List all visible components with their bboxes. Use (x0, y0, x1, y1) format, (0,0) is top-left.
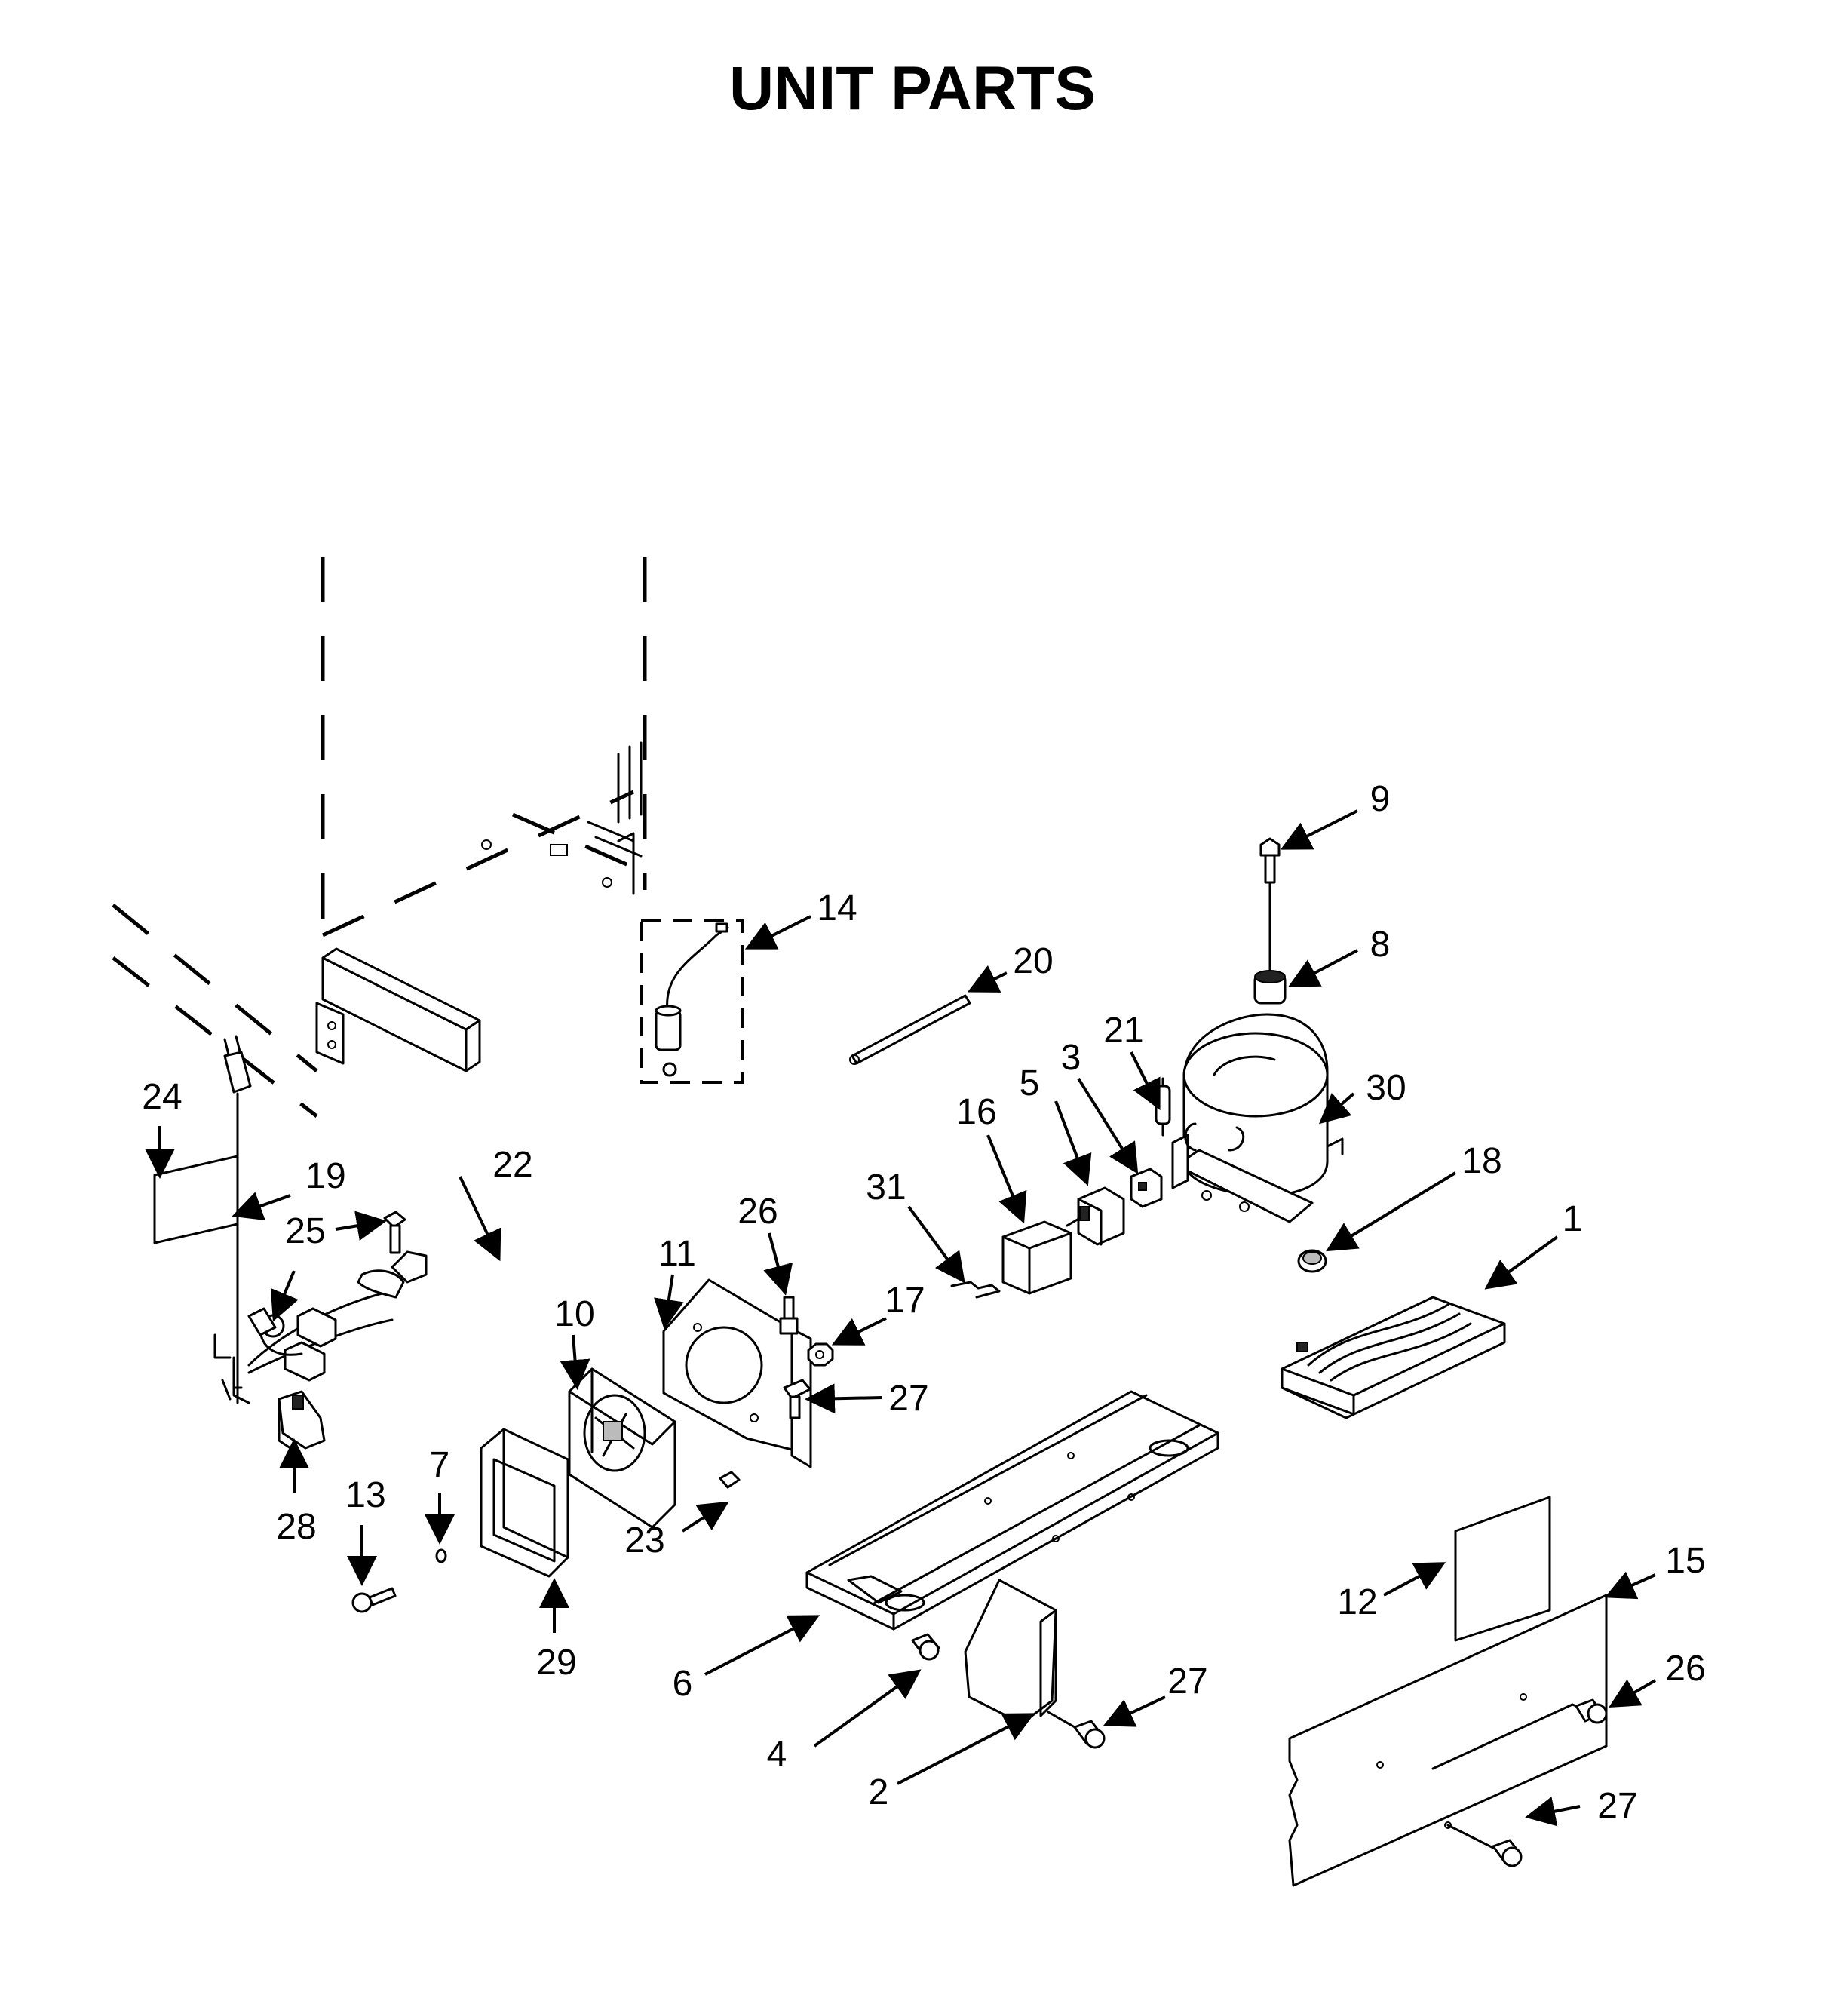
page-title: UNIT PARTS (729, 54, 1096, 123)
callout-26-upper: 26 (738, 1192, 778, 1232)
callout-4: 4 (767, 1735, 787, 1775)
screw-part-27-middle (1073, 1720, 1106, 1749)
callout-1: 1 (1563, 1199, 1583, 1239)
fan-motor-part-10 (568, 1367, 676, 1529)
callout-7: 7 (430, 1445, 450, 1485)
callout-24: 24 (142, 1077, 182, 1117)
overload-part-3 (1130, 1168, 1163, 1208)
callout-3: 3 (1061, 1038, 1081, 1078)
leader-lines (145, 809, 1657, 1827)
clip-part-31 (950, 1281, 1001, 1299)
callout-18: 18 (1462, 1141, 1501, 1181)
callout-19: 19 (305, 1156, 345, 1196)
callout-28: 30 (1366, 1068, 1406, 1108)
callout-16: 16 (956, 1092, 996, 1132)
callout-14: 14 (817, 888, 857, 928)
callout-15: 15 (1665, 1541, 1705, 1581)
run-capacitor-part-14 (640, 919, 744, 1084)
callout-6: 6 (673, 1664, 693, 1704)
connector-block (247, 1307, 337, 1382)
callout-9: 9 (1370, 779, 1391, 819)
callout-11: 11 (658, 1234, 696, 1274)
screw-part-13 (351, 1587, 397, 1613)
fan-bracket-part-11 (662, 1278, 812, 1468)
fan-shroud-part-29 (480, 1428, 569, 1578)
screw-part-26-upper (779, 1296, 799, 1335)
callout-29: 29 (536, 1643, 576, 1683)
panel-part-12 (1454, 1496, 1551, 1642)
grommet-part-8 (1253, 970, 1287, 1005)
callout-5: 5 (1020, 1063, 1040, 1103)
bracket-part-2 (964, 1579, 1076, 1729)
screw-part-26-lower (1575, 1698, 1608, 1724)
drain-tube-part-20 (849, 994, 971, 1065)
bolt-part-9 (1259, 837, 1281, 974)
callout-12: 12 (1337, 1582, 1377, 1622)
screw-part-27-lower (1492, 1839, 1523, 1867)
bracket-part-30 (278, 1390, 326, 1457)
callout-27-middle: 27 (1167, 1662, 1207, 1701)
grommet-part-18 (1297, 1249, 1327, 1273)
clip-part-23 (719, 1471, 741, 1489)
callout-21: 21 (1103, 1011, 1143, 1051)
cabinet-outline (112, 557, 647, 1118)
callout-27-lower: 27 (1597, 1786, 1637, 1826)
filter-drier-part-21 (1155, 1077, 1171, 1137)
screw-part-4 (911, 1633, 940, 1661)
callout-26-lower: 26 (1665, 1649, 1705, 1689)
callout-20: 20 (1013, 941, 1053, 981)
label-part-24 (153, 1155, 239, 1244)
base-rail-part-6 (805, 1390, 1219, 1631)
compressor-part-28 (1171, 1013, 1344, 1223)
screw-part-25 (357, 1211, 428, 1299)
relay-cover-part-16 (1001, 1220, 1072, 1295)
relay-part-5 (1066, 1186, 1125, 1246)
callout-17: 17 (885, 1281, 925, 1321)
nut-part-17 (807, 1342, 834, 1367)
callout-25: 25 (285, 1211, 325, 1251)
callout-27-upper: 27 (888, 1379, 928, 1419)
callout-30: 28 (276, 1507, 316, 1547)
access-cover-part-15 (1288, 1594, 1608, 1887)
callout-23: 23 (624, 1520, 664, 1560)
rail-bracket-part-22 (315, 947, 481, 1072)
rivet-part-7 (435, 1548, 447, 1563)
callout-labels: 9 8 14 20 21 3 5 30 16 18 1 31 26 17 27 … (142, 779, 1705, 1826)
callout-31: 31 (866, 1168, 906, 1207)
callout-10: 10 (554, 1294, 594, 1334)
screw-part-27-upper (783, 1379, 811, 1419)
drain-pan-part-1 (1281, 1296, 1506, 1419)
callout-22: 22 (492, 1145, 532, 1185)
callout-13: 13 (345, 1475, 385, 1515)
callout-2: 2 (869, 1772, 889, 1812)
callout-8: 8 (1370, 925, 1391, 965)
